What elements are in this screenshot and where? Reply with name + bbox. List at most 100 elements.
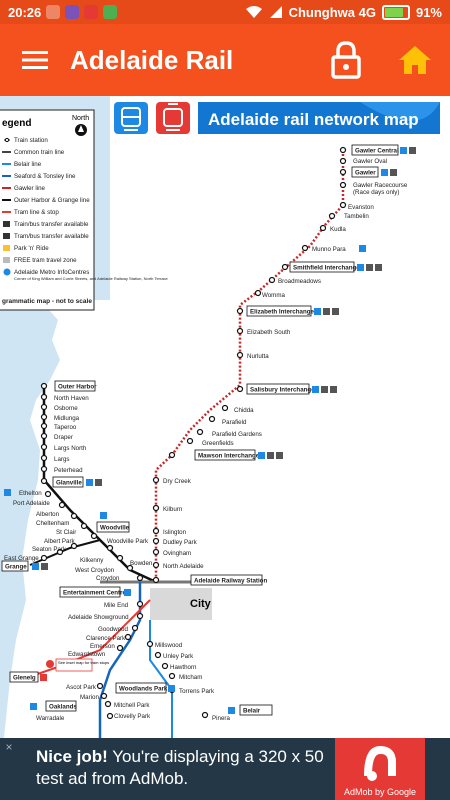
station-munno-para[interactable]: Munno Para: [312, 246, 346, 253]
station-elizabeth-south[interactable]: Elizabeth South: [247, 329, 291, 336]
station-glanville[interactable]: Glanville: [56, 480, 82, 487]
battery-percent: 91%: [415, 4, 442, 20]
station-draper[interactable]: Draper: [54, 434, 73, 441]
belair-line: [149, 620, 173, 738]
station-broadmeadows[interactable]: Broadmeadows: [278, 278, 321, 285]
station-dry-creek[interactable]: Dry Creek: [163, 478, 192, 485]
station-kudla[interactable]: Kudla: [330, 226, 346, 233]
station-greenfields[interactable]: Greenfields: [202, 440, 234, 447]
station-pinera[interactable]: Pinera: [212, 715, 230, 722]
station-woodville[interactable]: Woodville: [100, 525, 130, 532]
station-tambelin[interactable]: Tambelin: [344, 213, 369, 220]
station-entertainment-centre[interactable]: Entertainment Centre: [63, 590, 126, 597]
station-mitchell-park[interactable]: Mitchell Park: [114, 702, 150, 709]
station-midlunga[interactable]: Midlunga: [54, 415, 80, 422]
ad-text: You're displaying a 320 x 50 test ad fro…: [36, 747, 324, 788]
lock-button[interactable]: [322, 36, 370, 84]
station-belair[interactable]: Belair: [243, 708, 261, 715]
station-alberton[interactable]: Alberton: [36, 511, 60, 518]
city-zone: [150, 588, 212, 620]
station-islington[interactable]: Islington: [163, 529, 187, 536]
signal-icon: [269, 6, 282, 18]
station-north-adelaide[interactable]: North Adelaide: [163, 563, 204, 570]
station-gawler-racecourse[interactable]: Gawler Racecourse: [353, 182, 408, 189]
station-womma[interactable]: Womma: [262, 292, 285, 299]
station-st-clair[interactable]: St Clair: [56, 529, 76, 536]
station-torrens-park[interactable]: Torrens Park: [179, 688, 215, 695]
station-ascot-park[interactable]: Ascot Park: [66, 684, 97, 691]
station-north-haven[interactable]: North Haven: [54, 395, 89, 402]
station-gawler-central[interactable]: Gawler Central: [355, 148, 399, 155]
station-kilkenny[interactable]: Kilkenny: [80, 557, 104, 564]
carrier-label: Chunghwa 4G: [288, 4, 376, 20]
ad-banner[interactable]: × Nice job! You're displaying a 320 x 50…: [0, 738, 450, 800]
station-elizabeth[interactable]: Elizabeth Interchange: [250, 309, 315, 316]
station-ovingham[interactable]: Ovingham: [163, 550, 191, 557]
station-gawler-oval[interactable]: Gawler Oval: [353, 158, 387, 165]
station-marion[interactable]: Marion: [80, 694, 99, 701]
menu-button[interactable]: [0, 24, 70, 96]
station-outer-harbor[interactable]: Outer Harbor: [58, 384, 97, 391]
station-adelaide-showground[interactable]: Adelaide Showground: [68, 614, 129, 621]
station-west-croydon[interactable]: West Croydon: [75, 567, 115, 574]
notification-icon: [84, 5, 99, 19]
station-chidda[interactable]: Chidda: [234, 407, 254, 414]
inset-note[interactable]: See inset map for tram stops: [58, 660, 109, 665]
station-adelaide-railway[interactable]: Adelaide Railway Station: [194, 578, 267, 585]
menu-icon: [22, 51, 48, 69]
station-kilburn[interactable]: Kilburn: [163, 506, 183, 513]
station-gawler[interactable]: Gawler: [355, 170, 376, 177]
station-nurlutta[interactable]: Nurlutta: [247, 353, 269, 360]
north-label: North: [72, 115, 89, 122]
station-parafield[interactable]: Parafield: [222, 419, 247, 426]
station-warradale[interactable]: Warradale: [36, 715, 65, 722]
notification-icon: [65, 5, 80, 19]
gawler-line: [154, 150, 345, 582]
station-osborne[interactable]: Osborne: [54, 405, 78, 412]
station-seaton-park[interactable]: Seaton Park: [32, 546, 67, 553]
ad-close-icon[interactable]: ×: [5, 740, 13, 754]
home-button[interactable]: [390, 36, 440, 84]
station-largs-north[interactable]: Largs North: [54, 445, 87, 452]
station-dudley-park[interactable]: Dudley Park: [163, 539, 198, 546]
station-croydon[interactable]: Croydon: [96, 575, 120, 582]
station-glenelg[interactable]: Glenelg: [13, 675, 36, 682]
station-largs[interactable]: Largs: [54, 456, 69, 463]
station-mitcham[interactable]: Mitcham: [179, 674, 202, 681]
station-woodlands-park[interactable]: Woodlands Park: [119, 686, 168, 693]
station-goodwood[interactable]: Goodwood: [98, 626, 128, 633]
rail-network-map[interactable]: Adelaide rail network map egend North Tr…: [0, 96, 450, 738]
station-taperoo[interactable]: Taperoo: [54, 424, 77, 431]
tram-line: [19, 599, 151, 681]
station-grange[interactable]: Grange: [5, 564, 27, 571]
station-mawson[interactable]: Mawson Interchange: [198, 453, 260, 460]
station-evanston[interactable]: Evanston: [348, 204, 374, 211]
legend-note: Corner of King William and Currie Street…: [14, 276, 169, 281]
station-clarence-park[interactable]: Clarence Park: [86, 635, 126, 642]
station-smithfield[interactable]: Smithfield Interchange: [293, 265, 360, 272]
station-unley-park[interactable]: Unley Park: [163, 653, 194, 660]
station-millswood[interactable]: Millswood: [155, 642, 183, 649]
station-mile-end[interactable]: Mile End: [104, 602, 129, 609]
legend-item: Train/bus transfer available: [14, 221, 89, 228]
station-emerson[interactable]: Emerson: [90, 643, 115, 650]
legend-item: Adelaide Metro InfoCentres: [14, 269, 89, 276]
legend-item: FREE tram travel zone: [14, 257, 77, 264]
sea-area: [0, 280, 60, 738]
station-bowden[interactable]: Bowden: [130, 560, 153, 567]
station-east-grange[interactable]: East Grange: [4, 555, 39, 562]
station-clovelly-park[interactable]: Clovelly Park: [114, 713, 151, 720]
station-hawthorn[interactable]: Hawthorn: [170, 664, 197, 671]
station-albert-park[interactable]: Albert Park: [44, 538, 76, 545]
station-cheltenham[interactable]: Cheltenham: [36, 520, 69, 527]
station-ethelton[interactable]: Ethelton: [19, 490, 42, 497]
station-salisbury[interactable]: Salisbury Interchange: [250, 387, 315, 394]
city-label: City: [190, 598, 212, 610]
station-parafield-gardens[interactable]: Parafield Gardens: [212, 431, 262, 438]
status-time: 20:26: [8, 4, 42, 20]
station-woodville-park[interactable]: Woodville Park: [107, 538, 149, 545]
station-peterhead[interactable]: Peterhead: [54, 467, 83, 474]
station-edwardstown[interactable]: Edwardstown: [68, 651, 106, 658]
station-oaklands[interactable]: Oaklands: [49, 704, 77, 711]
station-port-adelaide[interactable]: Port Adelaide: [13, 500, 50, 507]
